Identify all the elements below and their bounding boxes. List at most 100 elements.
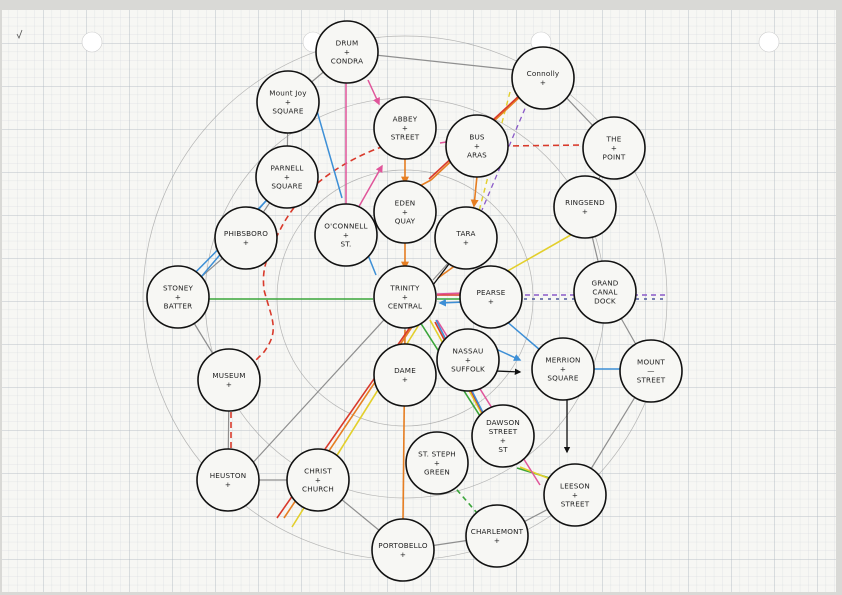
station-circle bbox=[286, 448, 350, 512]
station-circle bbox=[619, 339, 683, 403]
station-label: — bbox=[647, 367, 654, 376]
station-pearse: PEARSE+ bbox=[459, 265, 523, 329]
station-label: STONEY bbox=[163, 284, 194, 293]
station-label: CHURCH bbox=[302, 485, 334, 494]
station-label: SUFFOLK bbox=[451, 365, 485, 374]
station-label: + bbox=[474, 142, 480, 151]
station-mountjoy: Mount Joy+SQUARE bbox=[256, 70, 320, 134]
station-label: PARNELL bbox=[270, 164, 303, 173]
station-leeson: LEESON+STREET bbox=[543, 463, 607, 527]
station-connolly: Connolly+ bbox=[511, 46, 575, 110]
station-parnell: PARNELL+SQUARE bbox=[255, 145, 319, 209]
station-label: STREET bbox=[391, 133, 420, 142]
station-circle bbox=[511, 46, 575, 110]
station-trinity: TRINITY+CENTRAL bbox=[373, 265, 437, 329]
station-label: + bbox=[572, 491, 578, 500]
station-circle bbox=[405, 431, 469, 495]
station-label: + bbox=[225, 480, 231, 489]
station-circle bbox=[543, 463, 607, 527]
station-circle bbox=[531, 337, 595, 401]
station-mountst: MOUNT—STREET bbox=[619, 339, 683, 403]
station-circle bbox=[214, 206, 278, 270]
station-circle bbox=[436, 328, 500, 392]
station-circle bbox=[256, 70, 320, 134]
station-label: Mount Joy bbox=[269, 89, 307, 98]
station-label: + bbox=[400, 550, 406, 559]
station-label: O'CONNELL bbox=[324, 222, 367, 231]
station-circle bbox=[314, 203, 378, 267]
station-label: STREET bbox=[489, 427, 518, 436]
station-label: MERRION bbox=[545, 356, 580, 365]
station-circle bbox=[459, 265, 523, 329]
station-heuston: HEUSTON+ bbox=[196, 448, 260, 512]
station-label: NASSAU bbox=[453, 347, 484, 356]
station-label: + bbox=[500, 436, 506, 445]
station-label: + bbox=[434, 459, 440, 468]
station-circle bbox=[373, 265, 437, 329]
station-label: CENTRAL bbox=[388, 302, 422, 311]
station-label: TARA bbox=[455, 229, 475, 238]
station-circle bbox=[553, 175, 617, 239]
station-label: Connolly bbox=[527, 69, 560, 78]
punch-hole bbox=[81, 31, 103, 53]
station-label: GRAND bbox=[591, 279, 618, 288]
station-circle bbox=[373, 96, 437, 160]
station-label: + bbox=[402, 208, 408, 217]
station-label: CHARLEMONT bbox=[471, 527, 524, 536]
station-circle bbox=[315, 20, 379, 84]
station-label: PHIBSBORO bbox=[224, 229, 268, 238]
station-label: + bbox=[285, 98, 291, 107]
station-eden: EDEN+QUAY bbox=[373, 180, 437, 244]
station-label: CANAL bbox=[592, 288, 617, 297]
station-circle bbox=[582, 116, 646, 180]
station-label: SQUARE bbox=[271, 182, 302, 191]
station-ringsend: RINGSEND+ bbox=[553, 175, 617, 239]
station-museum: MUSEUM+ bbox=[197, 348, 261, 412]
station-label: STREET bbox=[561, 500, 590, 509]
station-merrion: MERRION+SQUARE bbox=[531, 337, 595, 401]
station-label: CHRIST bbox=[304, 467, 332, 476]
station-label: + bbox=[243, 238, 249, 247]
station-label: QUAY bbox=[395, 217, 416, 226]
station-circle bbox=[196, 448, 260, 512]
station-label: + bbox=[463, 238, 469, 247]
station-circle bbox=[255, 145, 319, 209]
station-drum: DRUM+CONDRA bbox=[315, 20, 379, 84]
station-circle bbox=[373, 180, 437, 244]
station-label: + bbox=[402, 293, 408, 302]
station-tara: TARA+ bbox=[434, 206, 498, 270]
station-circle bbox=[445, 114, 509, 178]
station-charlemont: CHARLEMONT+ bbox=[465, 504, 529, 568]
station-label: + bbox=[226, 380, 232, 389]
station-label: SQUARE bbox=[547, 374, 578, 383]
station-abbey: ABBEY+STREET bbox=[373, 96, 437, 160]
station-nassau: NASSAU+SUFFOLK bbox=[436, 328, 500, 392]
station-label: + bbox=[560, 365, 566, 374]
station-label: HEUSTON bbox=[210, 471, 247, 480]
station-thepoint: THE+POINT bbox=[582, 116, 646, 180]
station-label: DAME bbox=[394, 366, 416, 375]
station-label: ST. bbox=[341, 240, 352, 249]
station-label: + bbox=[488, 297, 494, 306]
station-label: + bbox=[611, 144, 617, 153]
station-portobello: PORTOBELLO+ bbox=[371, 518, 435, 582]
station-label: + bbox=[402, 124, 408, 133]
station-circle bbox=[465, 504, 529, 568]
station-label: MUSEUM bbox=[212, 371, 245, 380]
station-label: LEESON bbox=[560, 482, 590, 491]
station-phibsboro: PHIBSBORO+ bbox=[214, 206, 278, 270]
station-label: STREET bbox=[637, 376, 666, 385]
station-label: DOCK bbox=[594, 297, 616, 306]
station-circle bbox=[146, 265, 210, 329]
station-circle bbox=[197, 348, 261, 412]
station-label: SQUARE bbox=[272, 107, 303, 116]
station-circle bbox=[573, 260, 637, 324]
station-label: + bbox=[494, 536, 500, 545]
station-label: + bbox=[582, 207, 588, 216]
station-label: BUS bbox=[469, 133, 485, 142]
station-circle bbox=[373, 343, 437, 407]
station-oconnell: O'CONNELL+ST. bbox=[314, 203, 378, 267]
